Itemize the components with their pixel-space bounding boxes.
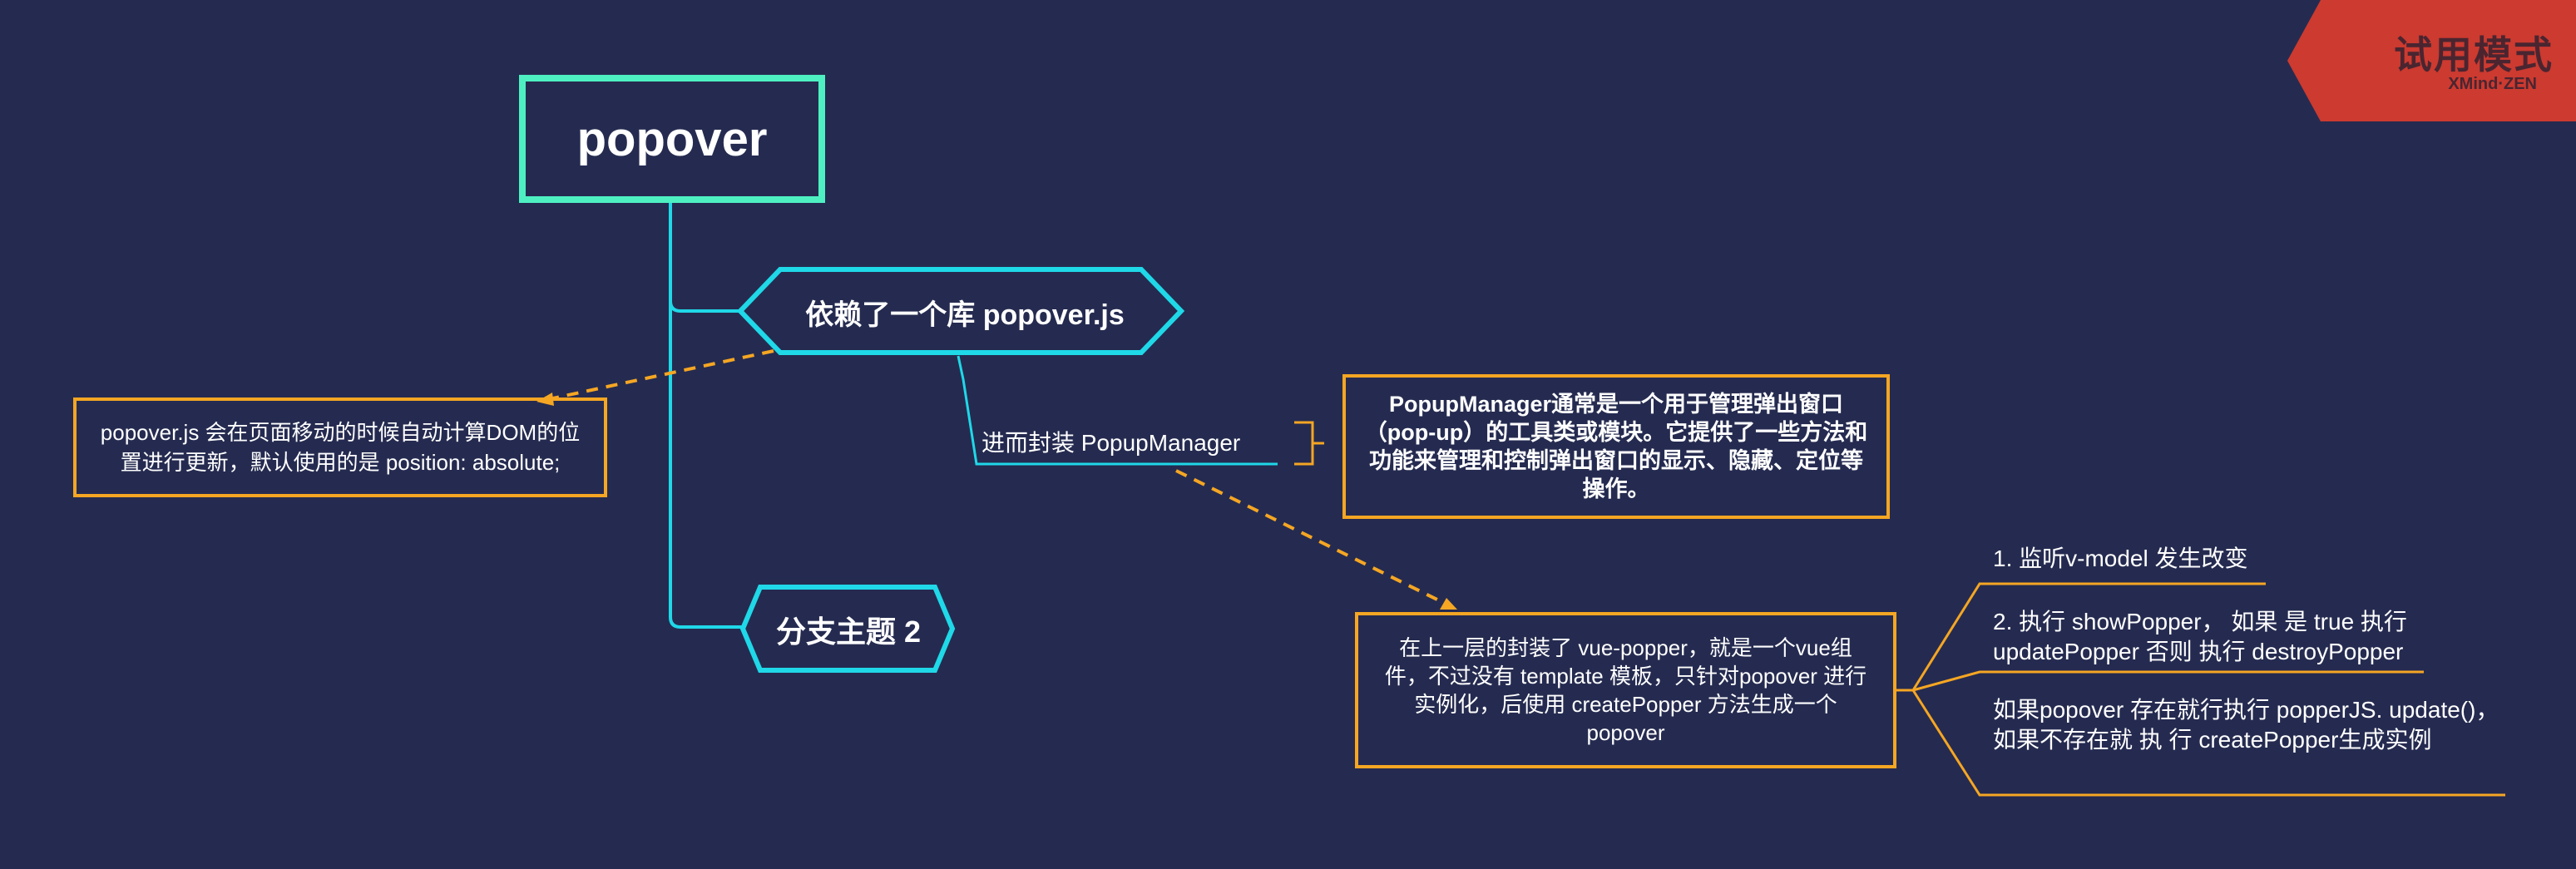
subitem-line-3 [1911,689,2505,797]
trunk-line-branch2 [669,301,743,629]
popover-js-note-text: popover.js 会在页面移动的时候自动计算DOM的位置进行更新，默认使用的… [100,420,581,475]
subitem-watch-vmodel[interactable]: 1. 监听v-model 发生改变 [1993,546,2248,571]
branch2-hexagon [739,585,956,673]
subitem-line-1 [1911,582,2266,691]
popup-brace [1294,421,1324,466]
trunk-line [669,203,740,313]
trial-banner [2287,0,2576,121]
subitem-show-popper[interactable]: 2. 执行 showPopper， 如果 是 true 执行 updatePop… [1993,609,2407,664]
popup-manager-line [957,355,1278,466]
subitem-popperjs-update[interactable]: 如果popover 存在就行执行 popperJS. update()， 如果不… [1993,697,2499,753]
popover-js-note[interactable]: popover.js 会在页面移动的时候自动计算DOM的位置进行更新，默认使用的… [73,397,607,497]
root-topic[interactable]: popover [519,75,825,203]
dependency-topic[interactable]: 依赖了一个库 popover.js [757,274,1173,349]
popup-manager-note-text: PopupManager通常是一个用于管理弹出窗口（pop-up）的工具类或模块… [1364,392,1868,501]
trial-mode-brand: XMind·ZEN [2448,75,2537,93]
branch2-topic[interactable]: 分支主题 2 [745,592,952,667]
subitem-line-2 [1912,670,2424,692]
dashed-arrow-vp [1175,469,1446,605]
popup-manager-topic-label: 进而封装 PopupManager [981,430,1241,456]
branch2-topic-label: 分支主题 2 [775,615,922,649]
vue-popper-note-text: 在上一层的封装了 vue-popper，就是一个vue组件，不过没有 templ… [1384,635,1867,745]
trial-mode-title: 试用模式 [2394,33,2554,77]
popup-manager-topic[interactable]: 进而封装 PopupManager [981,422,1298,461]
dependency-hexagon [736,267,1185,355]
dependency-topic-label: 依赖了一个库 popover.js [805,299,1125,331]
popup-manager-note[interactable]: PopupManager通常是一个用于管理弹出窗口（pop-up）的工具类或模块… [1342,374,1890,519]
vue-popper-note[interactable]: 在上一层的封装了 vue-popper，就是一个vue组件，不过没有 templ… [1355,612,1896,768]
root-topic-label: popover [576,111,768,166]
dashed-arrow-js [548,349,774,401]
